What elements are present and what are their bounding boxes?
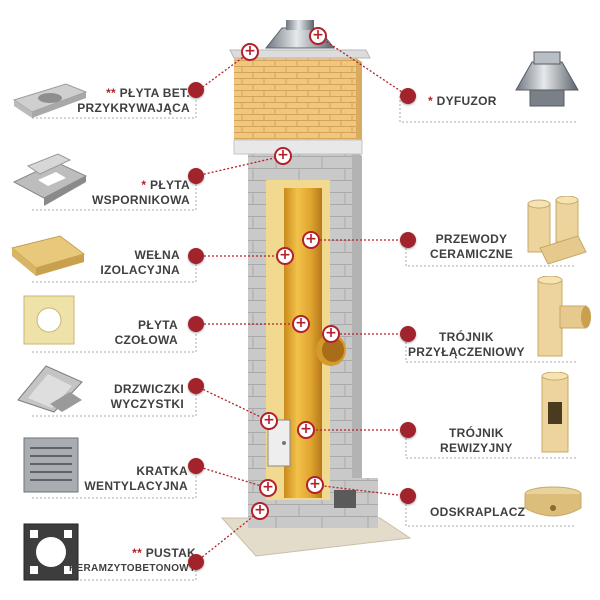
label-welna: WEŁNA IZOLACYJNA [100,248,180,277]
label-dyfuzor: * DYFUZOR [428,94,497,108]
front-plate-icon [23,295,75,345]
dot-przewody[interactable] [400,232,416,248]
block-icon [23,523,79,581]
pin-vent-grille[interactable]: + [259,479,277,497]
pin-cleanout-door[interactable]: + [260,412,278,430]
connection-tee-icon [537,276,591,357]
dot-trojnik-przylaczeniowy[interactable] [400,326,416,342]
pin-block[interactable]: + [251,502,269,520]
diffuser-icon [515,51,579,107]
pin-connection-tee[interactable]: + [322,325,340,343]
pin-inspection-tee[interactable]: + [297,421,315,439]
pin-ceramic-pipe[interactable]: + [302,231,320,249]
cover-plate-icon [12,83,88,118]
vent-grille-icon [23,437,79,493]
condensate-trap-icon [524,486,582,517]
label-plyta-bet: ** PŁYTA BET. PRZYKRYWAJĄCA [77,86,190,115]
pin-cover-plate[interactable]: + [241,43,259,61]
label-trojnik-rewizyjny: TRÓJNIK REWIZYJNY [440,426,513,455]
dot-drzwiczki[interactable] [188,378,204,394]
label-drzwiczki: DRZWICZKI WYCZYSTKI [110,382,184,411]
label-odskraplacz: ODSKRAPLACZ [430,505,526,519]
label-kratka: KRATKA WENTYLACYJNA [84,464,188,493]
dot-plyta-bet[interactable] [188,82,204,98]
wool-icon [10,235,86,276]
brick-crown [229,20,371,155]
label-plyta-wspornikowa: * PŁYTA WSPORNIKOWA [92,178,190,207]
pin-support-plate[interactable]: + [274,147,292,165]
label-pustak: ** PUSTAK KERAMZYTOBETONOWY [69,546,196,574]
dot-trojnik-rewizyjny[interactable] [400,422,416,438]
dot-pustak[interactable] [188,554,204,570]
dot-welna[interactable] [188,248,204,264]
cleanout-door-icon [17,365,83,413]
pin-condensate-trap[interactable]: + [306,476,324,494]
label-plyta-czolowa: PŁYTA CZOŁOWA [114,318,178,347]
dot-odskraplacz[interactable] [400,488,416,504]
dot-plyta-czolowa[interactable] [188,316,204,332]
label-trojnik-przylaczeniowy: TRÓJNIK PRZYŁĄCZENIOWY [408,330,525,359]
flue-cutaway [266,180,346,500]
marker-double-asterisk: ** [132,546,143,560]
marker-double-asterisk: ** [106,86,117,100]
label-przewody: PRZEWODY CERAMICZNE [430,232,513,261]
dot-plyta-wspornikowa[interactable] [188,168,204,184]
inspection-tee-icon [541,372,569,453]
pin-front-plate[interactable]: + [292,315,310,333]
dot-dyfuzor[interactable] [400,88,416,104]
ceramic-pipes-icon [527,196,587,265]
marker-asterisk: * [141,178,147,192]
dot-kratka[interactable] [188,458,204,474]
marker-asterisk: * [428,94,433,108]
pin-wool[interactable]: + [276,247,294,265]
support-plate-icon [12,153,88,206]
pin-diffuser[interactable]: + [309,27,327,45]
